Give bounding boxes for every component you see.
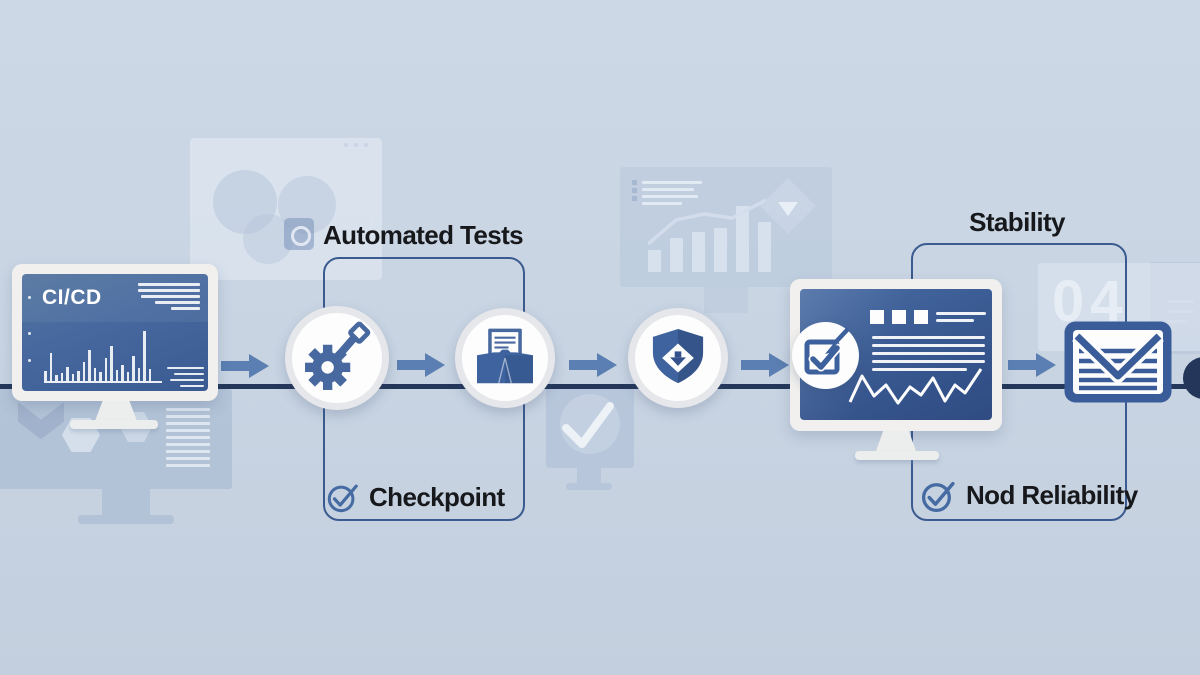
screen-block — [914, 310, 928, 324]
bg-window-dot — [354, 143, 358, 147]
chart-bar — [49, 353, 52, 381]
screen-block — [892, 310, 906, 324]
checkpoint-label-row: Checkpoint — [326, 480, 505, 514]
bg-small-monitor-neck — [577, 468, 601, 483]
report-monitor-stand — [876, 431, 916, 451]
envelope-icon — [1064, 321, 1172, 403]
bg-small-monitor-base — [566, 483, 612, 490]
chart-bar — [66, 367, 69, 381]
cicd-monitor-stand — [95, 401, 137, 421]
open-folder-document-icon — [477, 328, 533, 384]
chart-bar — [93, 368, 96, 381]
bg-big-monitor-neck — [102, 489, 150, 515]
bg-dashboard-bullet — [632, 180, 637, 185]
end-node-dot — [1183, 357, 1200, 399]
artifact-step-node — [455, 308, 555, 408]
cicd-monitor-screen: CI/CD — [22, 274, 208, 391]
cicd-monitor: CI/CD — [12, 264, 218, 401]
chart-bar — [143, 331, 146, 381]
check-circle-icon — [921, 481, 955, 513]
security-step-node — [628, 308, 728, 408]
shield-arrow-icon — [652, 328, 704, 384]
automated-tests-label: Automated Tests — [323, 220, 524, 250]
bg-window-dot — [364, 143, 368, 147]
report-monitor-base — [855, 451, 939, 460]
report-monitor — [790, 279, 1002, 431]
screen-block — [870, 310, 884, 324]
chart-bar — [77, 371, 80, 381]
flow-arrow-4 — [741, 349, 789, 381]
bg-cube-ring — [291, 226, 311, 246]
check-circle-icon — [327, 484, 358, 513]
flow-arrow-1 — [221, 350, 269, 382]
chart-bar — [71, 374, 74, 381]
chart-bar — [60, 373, 63, 381]
zigzag-line-chart — [848, 368, 983, 405]
nod-reliability-label: Nod Reliability — [966, 480, 1138, 510]
chart-bar — [137, 368, 140, 381]
checkpoint-label: Checkpoint — [369, 481, 505, 512]
cicd-monitor-base — [70, 420, 158, 429]
chart-bar — [44, 371, 47, 381]
chart-bar — [148, 369, 151, 381]
pipeline-line — [0, 384, 1200, 389]
nod-reliability-label-row: Nod Reliability — [920, 477, 1138, 514]
bg-check-swoosh — [562, 402, 614, 448]
gear-wrench-icon — [305, 321, 371, 390]
bg-gear-blob — [213, 170, 277, 234]
flow-arrow-2 — [397, 349, 445, 381]
bg-pedestal — [704, 287, 748, 313]
bg-chart-bars — [648, 200, 780, 272]
flow-arrow-5 — [1008, 349, 1056, 381]
chart-bar — [115, 370, 118, 381]
chart-bar — [110, 346, 113, 381]
chart-bar — [99, 372, 102, 381]
report-check-badge — [792, 322, 859, 389]
bg-window-dot — [344, 143, 348, 147]
bg-diamond-icon — [760, 178, 816, 234]
cicd-title: CI/CD — [42, 286, 102, 309]
chart-bar — [82, 362, 85, 381]
cicd-bar-chart — [44, 325, 162, 383]
chart-bar — [126, 372, 129, 381]
bg-dashboard-bullet — [632, 196, 637, 201]
bg-dashboard-bullet — [632, 188, 637, 193]
chart-bar — [132, 356, 135, 381]
chart-bar — [121, 365, 124, 381]
chart-bar — [104, 358, 107, 381]
checkbox-arrow-icon — [804, 327, 850, 375]
chart-bar — [88, 350, 91, 381]
build-step-node — [285, 306, 389, 410]
stability-label: Stability — [969, 207, 1065, 237]
flow-arrow-3 — [569, 349, 617, 381]
bg-line-chart — [648, 198, 767, 246]
chart-bar — [55, 375, 58, 381]
bg-big-monitor-base — [78, 515, 174, 524]
